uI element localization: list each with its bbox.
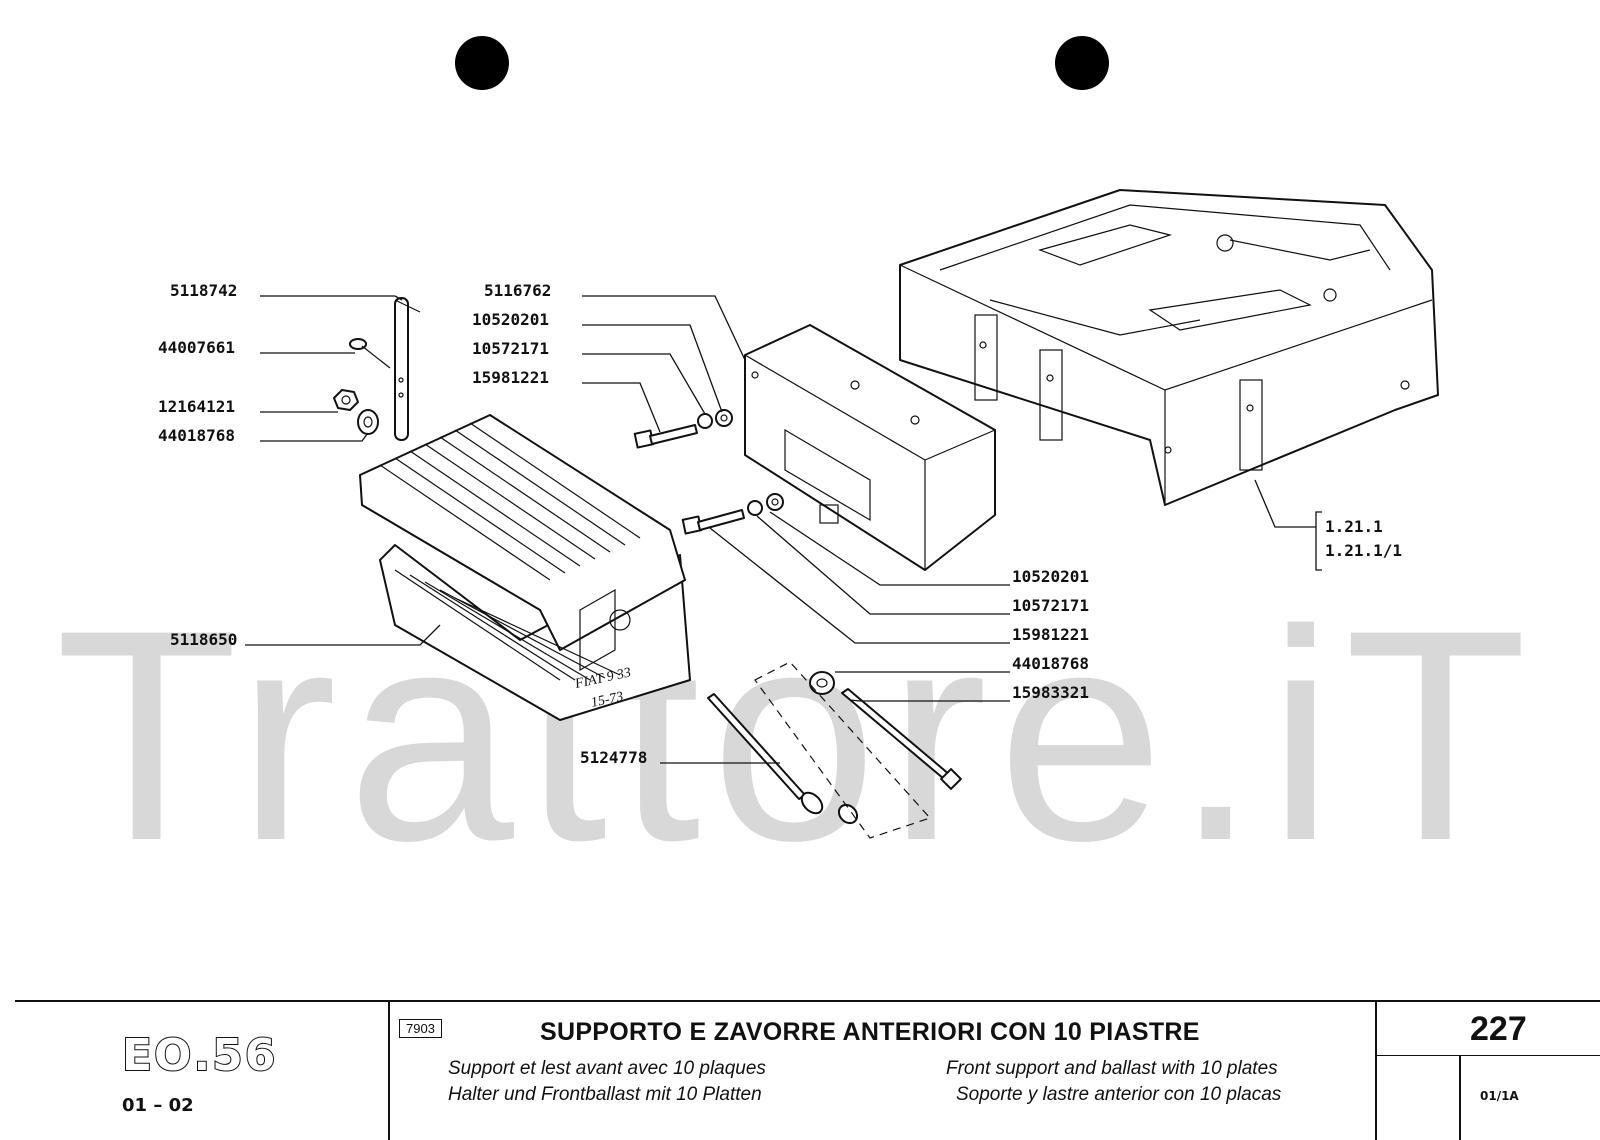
label-15983321: 15983321: [1012, 683, 1089, 702]
ref-1-21-1: 1.21.1: [1325, 517, 1383, 536]
upper-bolt-set: [633, 409, 733, 449]
middle-bolt-set: [681, 493, 784, 535]
subtitle-fr: Support et lest avant avec 10 plaques: [448, 1058, 766, 1079]
page-number-rule: [1375, 1055, 1600, 1056]
model-range: 01 – 02: [122, 1095, 194, 1116]
casting-mark-2: 15-73: [590, 689, 625, 710]
exploded-parts-diagram: FIAT 9 33 15-73 5118742 44007661: [158, 189, 1439, 839]
page-title: SUPPORTO E ZAVORRE ANTERIORI CON 10 PIAS…: [540, 1018, 1200, 1046]
label-12164121: 12164121: [158, 397, 235, 416]
label-44018768-right: 44018768: [1012, 654, 1089, 673]
subtitle-es: Soporte y lastre anterior con 10 placas: [956, 1084, 1282, 1105]
long-bolts: [707, 661, 962, 839]
page-code: 01/1A: [1480, 1089, 1519, 1103]
title-block: ЕО.56 01 – 02 7903 SUPPORTO E ZAVORRE AN…: [0, 1000, 1600, 1140]
pin-and-fasteners: [333, 297, 421, 441]
title-block-divider-inner: [1459, 1055, 1461, 1140]
title-block-top-rule: [15, 1000, 1600, 1002]
punch-hole-left: [455, 36, 509, 90]
title-block-divider-right: [1375, 1000, 1377, 1140]
ballast-plate-stack: FIAT 9 33 15-73: [359, 414, 691, 721]
label-15981221-top: 15981221: [472, 368, 549, 387]
title-block-divider-left: [388, 1000, 390, 1140]
label-10572171-top: 10572171: [472, 339, 549, 358]
subtitle-en: Front support and ballast with 10 plates: [946, 1058, 1278, 1079]
page-number: 227: [1470, 1010, 1527, 1048]
label-5118650: 5118650: [170, 630, 237, 649]
front-support-casting: [899, 189, 1439, 506]
ref-1-21-1-1: 1.21.1/1: [1325, 541, 1402, 560]
label-44007661: 44007661: [158, 338, 235, 357]
label-5118742: 5118742: [170, 281, 237, 300]
group-code: 7903: [399, 1019, 442, 1038]
label-44018768-left: 44018768: [158, 426, 235, 445]
label-10520201-top: 10520201: [472, 310, 549, 329]
label-5116762: 5116762: [484, 281, 551, 300]
leader-lines: [245, 295, 1322, 764]
watermark: Trattore.iT: [55, 567, 1538, 903]
model-logo: ЕО.56: [121, 1029, 278, 1082]
ballast-bracket: [744, 324, 996, 571]
label-15981221-right: 15981221: [1012, 625, 1089, 644]
label-10520201-right: 10520201: [1012, 567, 1089, 586]
subtitle-de: Halter und Frontballast mit 10 Platten: [448, 1084, 762, 1105]
part-number-labels: 5118742 44007661 12164121 44018768 51186…: [158, 281, 1402, 767]
label-5124778: 5124778: [580, 748, 647, 767]
punch-hole-right: [1055, 36, 1109, 90]
label-10572171-right: 10572171: [1012, 596, 1089, 615]
